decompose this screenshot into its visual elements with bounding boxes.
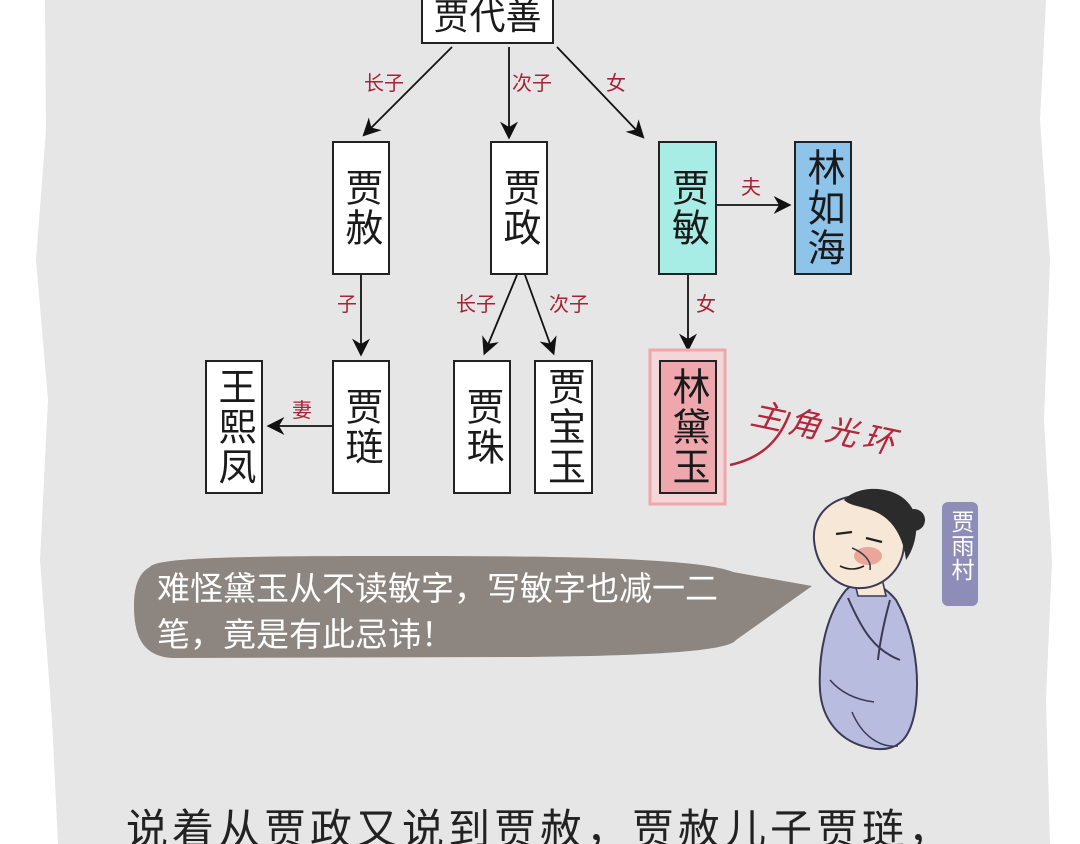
arrow-jia-zheng-jia-baoyu (524, 274, 557, 356)
label-daughter: 女 (606, 71, 626, 95)
label-wife: 妻 (292, 398, 312, 422)
bottom-caption: 说着从贾政又说到贾赦，贾赦儿子贾琏， (125, 805, 954, 844)
node-jia-daishan: 贾代善 (421, 0, 554, 44)
node-lin-ruhai: 林如海 (794, 141, 852, 275)
node-jia-she: 贾赦 (332, 141, 390, 275)
node-jia-lian: 贾琏 (332, 360, 390, 494)
node-jia-zheng: 贾政 (490, 141, 548, 275)
arrow-jia-zheng-jia-zhu (482, 274, 518, 356)
arrow-root-jia-min (556, 46, 645, 139)
label-eldest-son: 长子 (364, 71, 404, 95)
label-second-son: 次子 (512, 71, 552, 95)
node-wang-xifeng: 王熙凤 (205, 360, 263, 494)
speech-bubble (134, 556, 812, 658)
label-eldest-son-2: 长子 (456, 292, 496, 316)
name-tag-background (942, 502, 978, 606)
node-jia-min: 贾敏 (658, 141, 717, 275)
label-husband: 夫 (741, 175, 761, 199)
note-pointer (729, 411, 792, 467)
label-second-son-2: 次子 (549, 292, 589, 316)
node-jia-baoyu: 贾宝玉 (534, 360, 593, 494)
scholar-figure-icon (812, 488, 925, 751)
node-jia-zhu: 贾珠 (453, 360, 511, 494)
node-lin-daiyu: 林黛玉 (659, 360, 717, 494)
label-daughter-2: 女 (696, 292, 716, 316)
label-son: 子 (337, 292, 357, 316)
character-name-tag: 贾雨村 (947, 510, 973, 582)
speech-bubble-text: 难怪黛玉从不读敏字，写敏字也减一二笔，竟是有此忌讳！ (157, 569, 718, 654)
arrow-root-jia-she (362, 46, 453, 137)
